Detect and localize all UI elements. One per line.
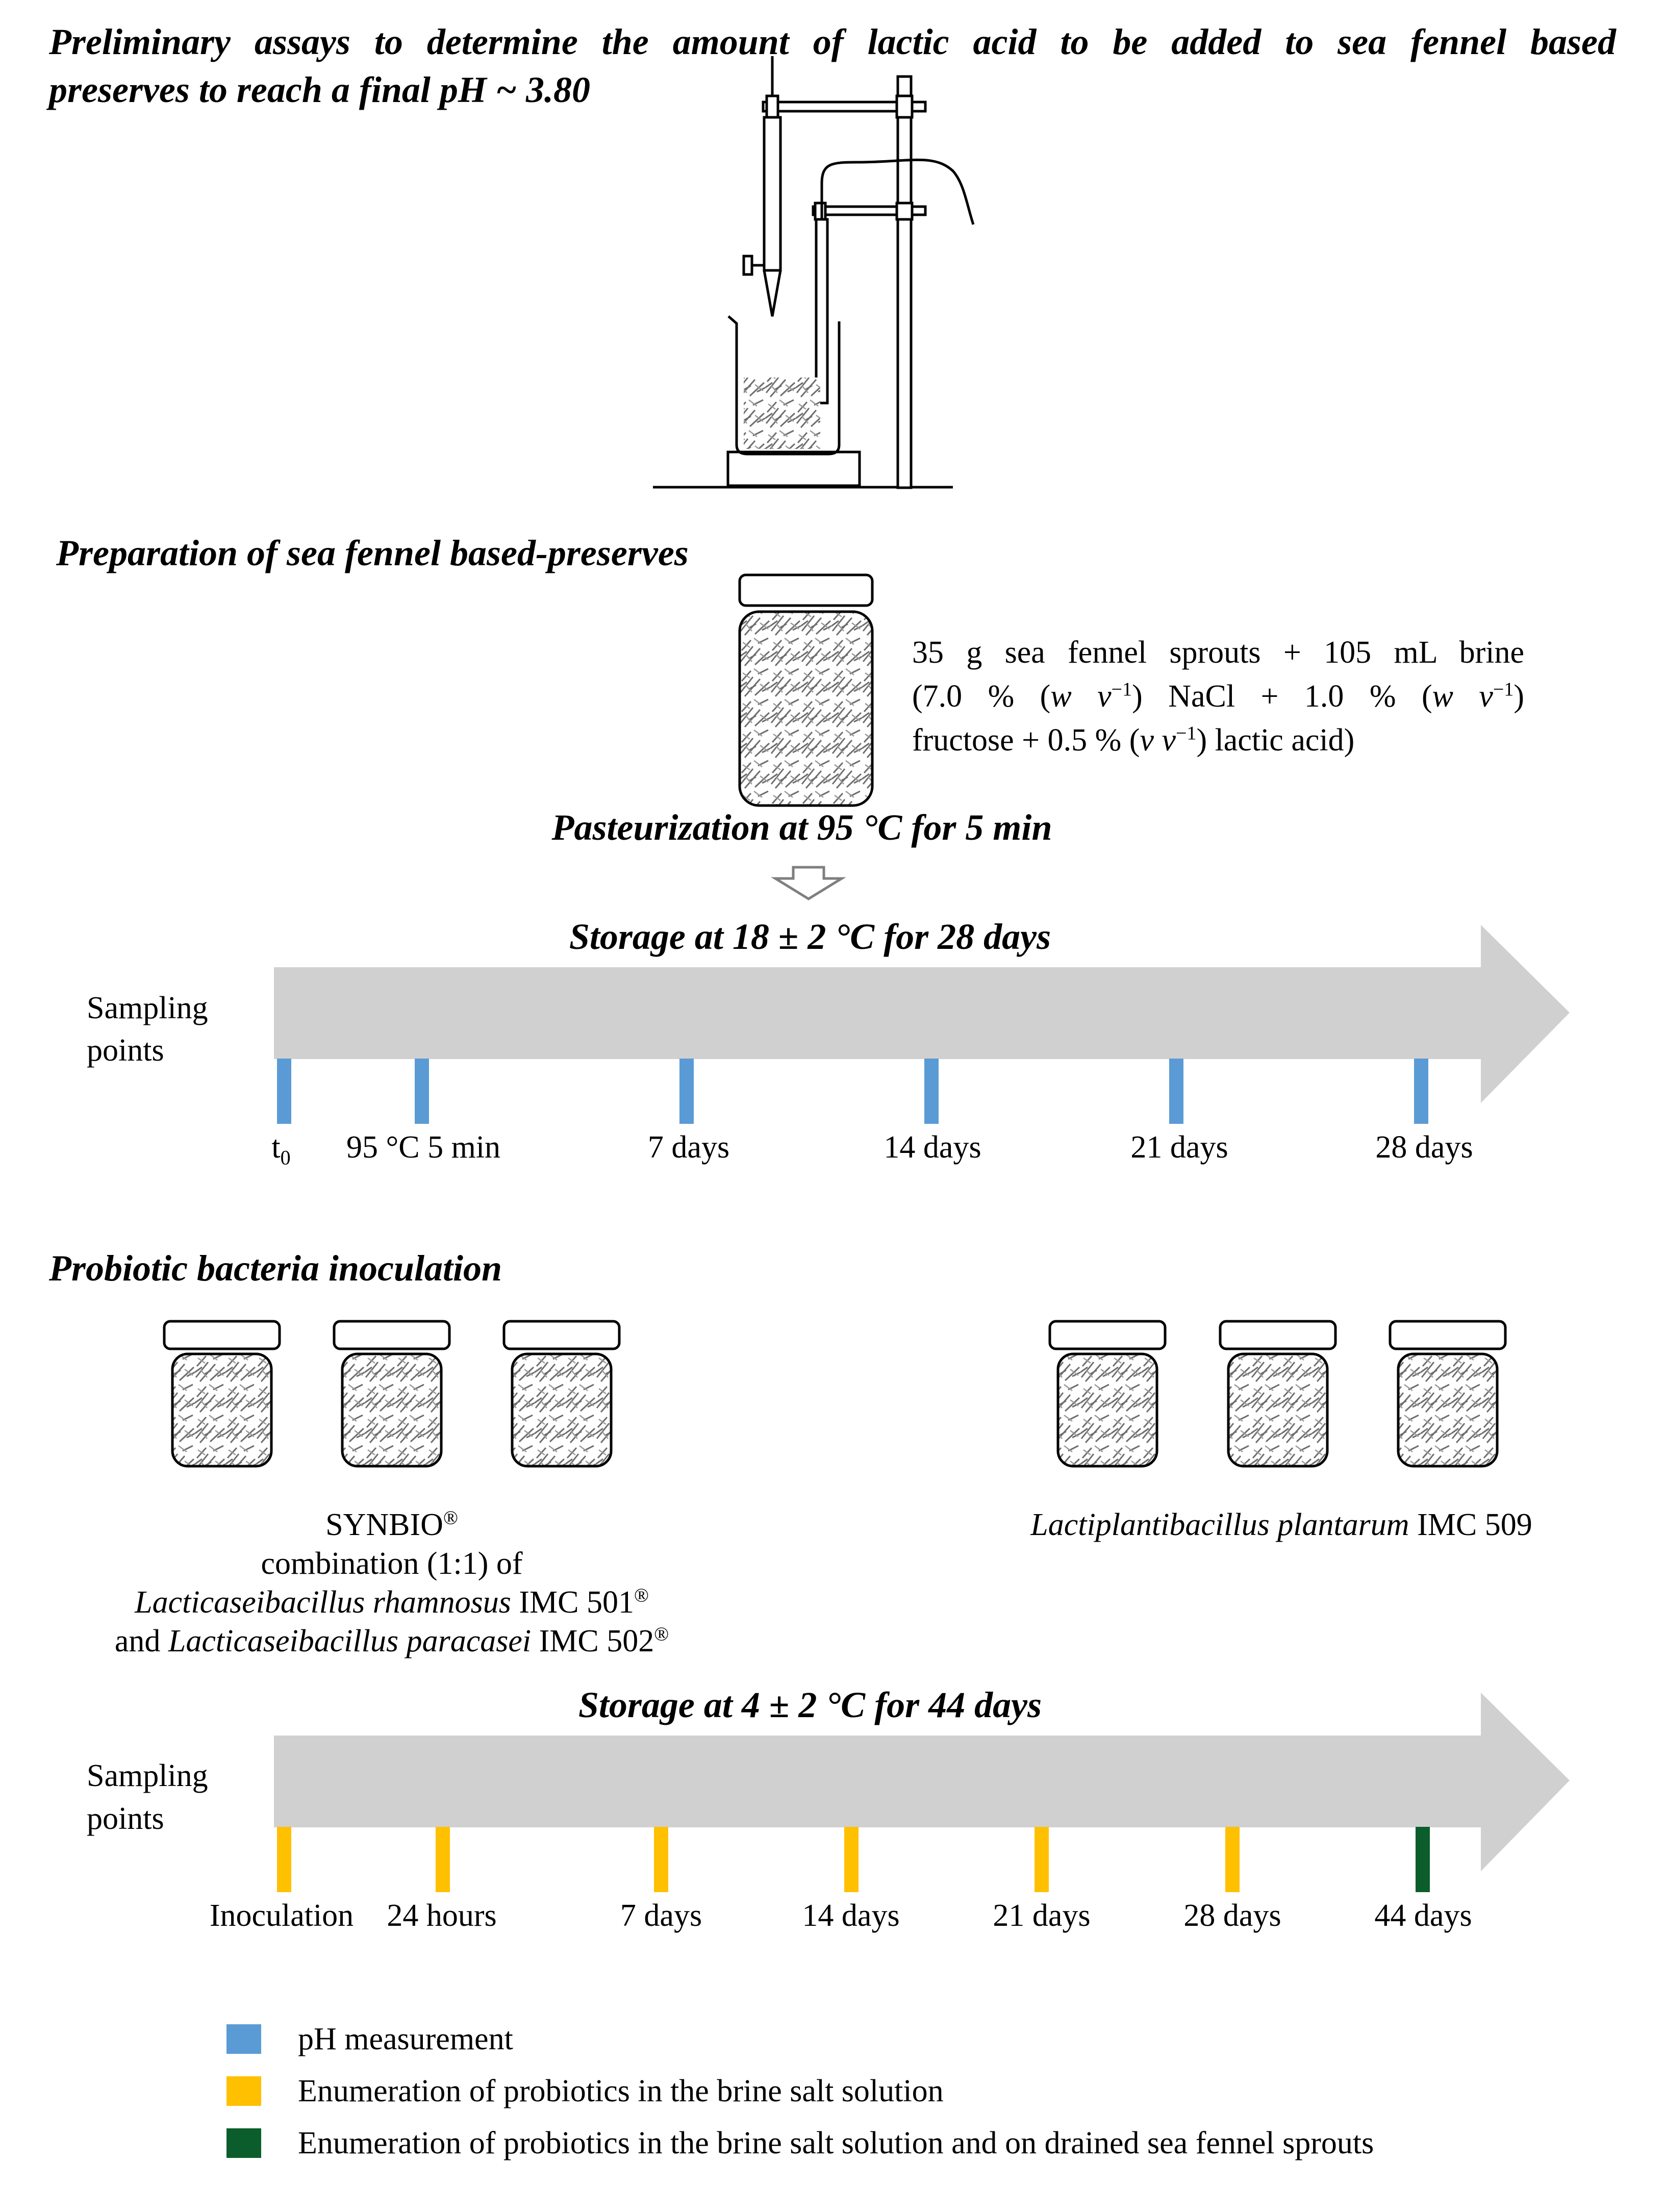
synbio-line3: Lacticaseibacillus rhamnosus IMC 501® [135, 1585, 649, 1620]
storage1-heading: Storage at 18 ± 2 °C for 28 days [569, 916, 1051, 957]
preliminary-heading-line1: Preliminary assays to determine the amou… [49, 21, 1616, 62]
recipe-line2: (7.0 % (w v−1) NaCl + 1.0 % (w v−1) [912, 678, 1525, 714]
storage1-tick-7-days: 7 days [647, 1130, 730, 1165]
storage1-tick-95c: 95 °C 5 min [346, 1130, 501, 1165]
legend-label-ph: pH measurement [298, 2022, 513, 2056]
legend-label-brine: Enumeration of probiotics in the brine s… [298, 2074, 944, 2108]
probiotic-marker-28-days [1225, 1827, 1240, 1892]
synbio-line1: SYNBIO® [325, 1507, 458, 1542]
down-arrow [771, 866, 846, 900]
storage2-tick-28-days: 28 days [1183, 1898, 1281, 1933]
synbio-line2: combination (1:1) of [261, 1546, 523, 1581]
pasteurization-heading: Pasteurization at 95 °C for 5 min [551, 807, 1052, 848]
storage2-tick-21-days: 21 days [993, 1898, 1091, 1933]
probiotic-marker-24-hours [436, 1827, 450, 1892]
storage2-tick-inoculation: Inoculation [209, 1898, 354, 1933]
storage1-sampling-label-line2: points [87, 1033, 164, 1068]
storage2-tick-44-days: 44 days [1374, 1898, 1472, 1933]
legend-swatch-brine [226, 2076, 261, 2106]
legend-label-full: Enumeration of probiotics in the brine s… [298, 2126, 1374, 2160]
storage1-tick-t0: t0 [271, 1130, 291, 1169]
ph-marker-95c [415, 1059, 429, 1124]
storage1-markers [277, 1059, 1428, 1124]
storage1-tick-28-days: 28 days [1375, 1130, 1473, 1165]
ph-marker-21-days [1169, 1059, 1183, 1124]
storage-arrow-4c [274, 1693, 1570, 1871]
storage2-tick-24-hours: 24 hours [387, 1898, 497, 1933]
storage1-sampling-label-line1: Sampling [87, 991, 208, 1025]
sea-fennel-jar [740, 575, 872, 806]
synbio-line4: and Lacticaseibacillus paracasei IMC 502… [114, 1623, 669, 1658]
ph-marker-14-days [924, 1059, 939, 1124]
legend-swatch-full [226, 2128, 261, 2158]
ph-marker-t0 [277, 1059, 291, 1124]
plantarum-jars [1050, 1321, 1505, 1466]
full-enumeration-marker-44-days [1416, 1827, 1430, 1892]
recipe-line1: 35 g sea fennel sprouts + 105 mL brine [912, 635, 1524, 670]
probiotic-marker-inoculation [277, 1827, 291, 1892]
storage2-tick-7-days: 7 days [620, 1898, 702, 1933]
plantarum-label: Lactiplantibacillus plantarum IMC 509 [1030, 1507, 1532, 1542]
probiotic-marker-7-days [654, 1827, 668, 1892]
recipe-line3: fructose + 0.5 % (v v−1) lactic acid) [912, 722, 1355, 758]
storage2-markers [277, 1827, 1430, 1892]
storage1-tick-21-days: 21 days [1130, 1130, 1228, 1165]
probiotic-marker-14-days [844, 1827, 859, 1892]
preparation-heading: Preparation of sea fennel based-preserve… [56, 533, 689, 573]
inoculation-heading: Probiotic bacteria inoculation [49, 1248, 502, 1289]
legend-swatch-ph [226, 2024, 261, 2054]
storage2-tick-14-days: 14 days [802, 1898, 900, 1933]
preliminary-heading-line2: preserves to reach a final pH ~ 3.80 [49, 69, 590, 110]
storage2-sampling-label-line1: Sampling [87, 1758, 208, 1793]
synbio-jars [164, 1321, 619, 1466]
ph-marker-28-days [1414, 1059, 1428, 1124]
ph-marker-7-days [679, 1059, 694, 1124]
storage2-sampling-label-line2: points [87, 1801, 164, 1836]
storage1-tick-14-days: 14 days [884, 1130, 981, 1165]
titration-apparatus-illustration [653, 56, 975, 489]
storage2-heading: Storage at 4 ± 2 °C for 44 days [578, 1685, 1042, 1725]
storage-arrow-18c [274, 925, 1570, 1103]
probiotic-marker-21-days [1035, 1827, 1049, 1892]
